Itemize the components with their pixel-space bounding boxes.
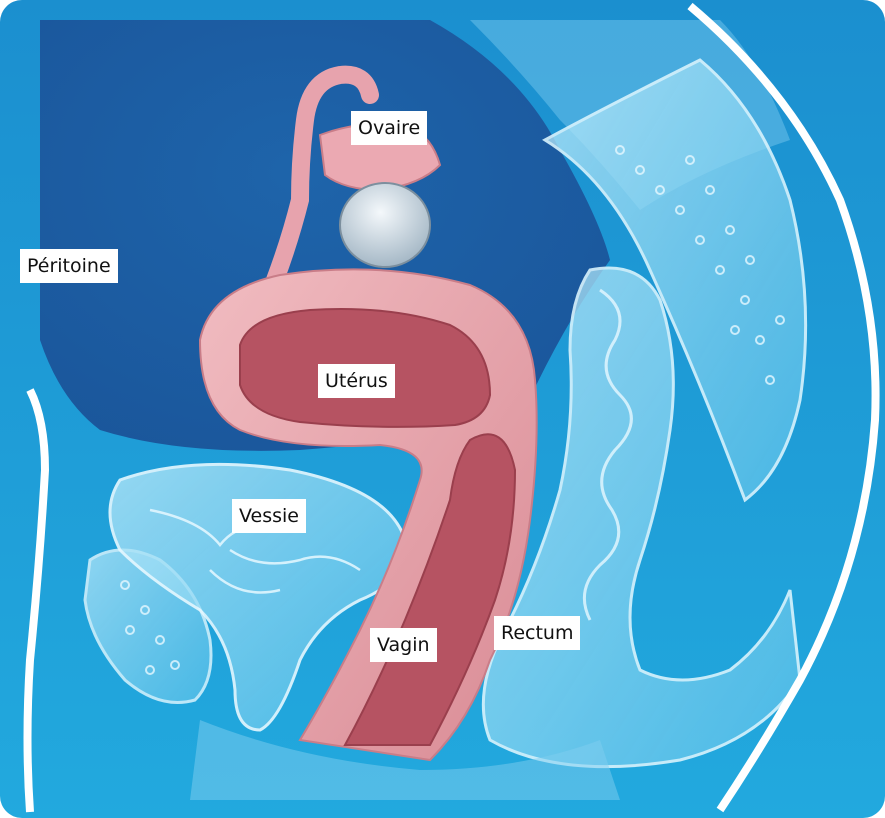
label-ovaire: Ovaire <box>351 111 427 145</box>
label-rectum: Rectum <box>494 616 580 650</box>
label-vagin: Vagin <box>370 628 437 662</box>
label-vessie: Vessie <box>232 499 306 533</box>
label-uterus: Utérus <box>318 364 395 398</box>
ovary <box>340 183 430 267</box>
label-peritoine: Péritoine <box>20 249 118 283</box>
